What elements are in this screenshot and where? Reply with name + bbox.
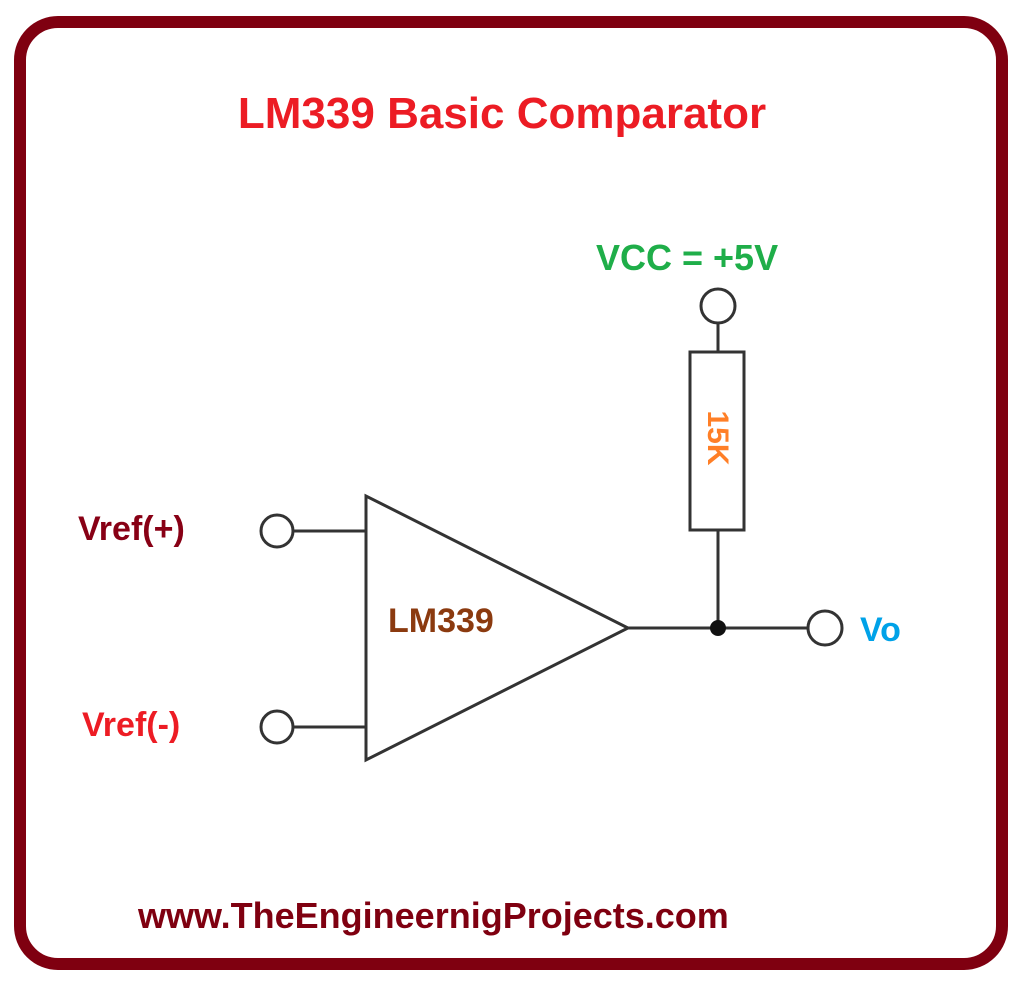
footer-url: www.TheEngineernigProjects.com	[138, 895, 729, 936]
noninverting-input-label: Vref(+)	[78, 510, 185, 548]
junction-dot-icon	[710, 620, 726, 636]
diagram-title: LM339 Basic Comparator	[237, 89, 767, 138]
pullup-resistor-icon	[688, 350, 746, 532]
supply-voltage-label: VCC = +5V	[596, 237, 779, 278]
diagram-border-frame	[14, 16, 1008, 970]
inverting-input-label: Vref(-)	[82, 706, 181, 744]
output-terminal-icon	[806, 609, 844, 647]
vref-plus-terminal-icon	[259, 513, 295, 549]
vref-minus-terminal-icon	[259, 709, 295, 745]
comparator-label: LM339	[388, 602, 494, 640]
comparator-triangle-icon	[364, 493, 632, 763]
vcc-terminal-icon	[699, 287, 737, 325]
resistor-value-label: 15K	[701, 410, 734, 466]
output-label: Vo	[860, 611, 901, 649]
